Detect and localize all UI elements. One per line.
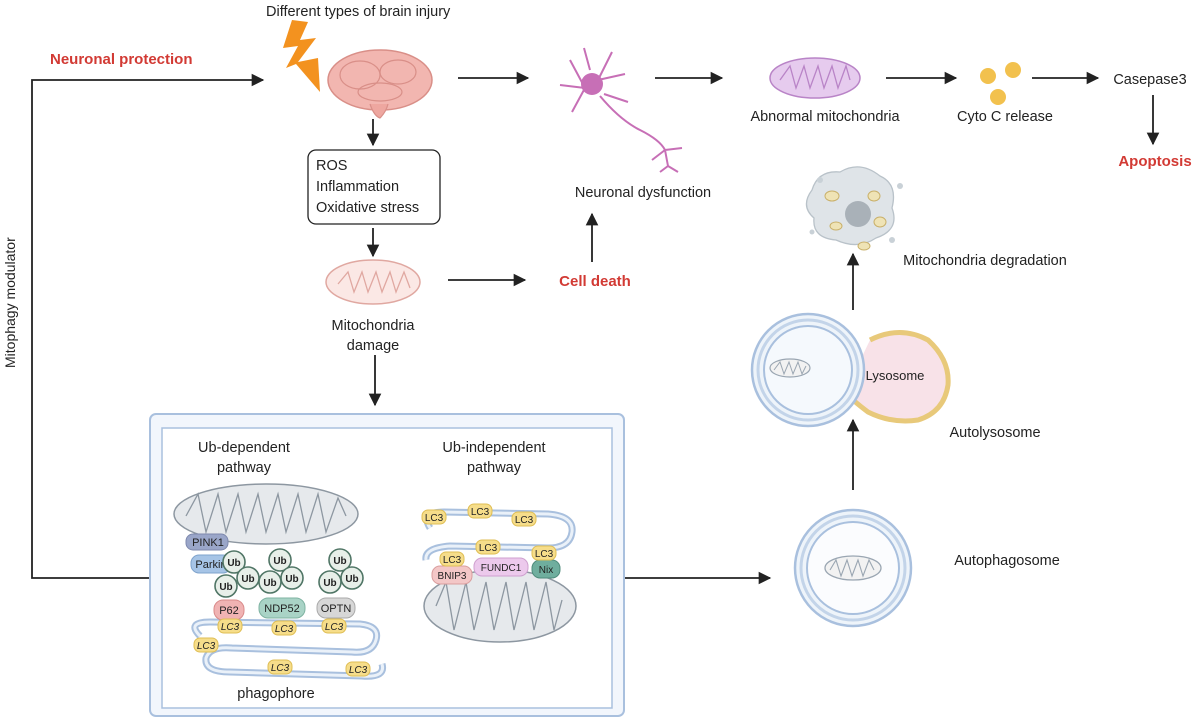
lc3-label-i5: LC3 (479, 543, 498, 554)
degradation-debris-icon (805, 166, 903, 251)
ub-label-4: Ub (273, 556, 286, 567)
cytoc-label: Cyto C release (957, 109, 1053, 125)
ros-label: ROS (316, 158, 347, 174)
ub-label-8: Ub (345, 574, 358, 585)
optn-label: OPTN (321, 603, 352, 615)
brain-icon (327, 49, 433, 119)
ub-label-2: Ub (241, 574, 254, 585)
flow-arrows (31, 71, 1160, 585)
lc3-label-d2: LC3 (275, 624, 294, 635)
arrow-mitophagy-modulator-loop (31, 73, 265, 579)
apoptosis-label: Apoptosis (1118, 153, 1191, 170)
ub-label-6: Ub (263, 578, 276, 589)
ub-dependent-mitochondrion (173, 483, 359, 545)
ub-label-9: Ub (323, 578, 336, 589)
lc3-label-d3: LC3 (325, 622, 344, 633)
cell-death-label: Cell death (559, 273, 631, 290)
fundc1-label: FUNDC1 (481, 563, 522, 574)
ndp52-protein (258, 597, 306, 619)
lc3-label-d4: LC3 (197, 641, 216, 652)
neuronal-dysfunction-label: Neuronal dysfunction (575, 185, 711, 201)
pink1-protein (185, 533, 229, 551)
ub-label-3: Ub (219, 582, 232, 593)
ub-label-1: Ub (227, 558, 240, 569)
brain-injury-label: Different types of brain injury (266, 4, 451, 20)
lc3-markers-independent (421, 503, 557, 567)
lysosome-label: Lysosome (866, 368, 925, 383)
mito-damage-label-2: damage (347, 338, 399, 354)
abnormal-mitochondria-icon (769, 57, 861, 99)
ub-label-7: Ub (333, 556, 346, 567)
ub-independent-title-2: pathway (467, 460, 522, 476)
mito-damage-label-1: Mitochondria (331, 318, 415, 334)
abnormal-mito-label: Abnormal mitochondria (750, 109, 900, 125)
casepase3-label: Casepase3 (1113, 72, 1186, 88)
lc3-markers-dependent (193, 618, 371, 677)
autophagosome-label: Autophagosome (954, 553, 1060, 569)
lightning-icon (283, 20, 320, 92)
ub-dependent-title-1: Ub-dependent (198, 440, 290, 456)
lc3-label-i4: LC3 (443, 555, 462, 566)
phagophore-label: phagophore (237, 686, 314, 702)
pink1-label: PINK1 (192, 537, 224, 549)
ub-dependent-title-2: pathway (217, 460, 272, 476)
autolysosome-icon (750, 312, 951, 428)
lc3-label-d5: LC3 (271, 663, 290, 674)
ub-label-5: Ub (285, 574, 298, 585)
p62-label: P62 (219, 605, 239, 617)
neuronal-protection-label: Neuronal protection (50, 51, 193, 68)
mito-degradation-label: Mitochondria degradation (903, 253, 1067, 269)
lc3-label-i1: LC3 (425, 513, 444, 524)
ub-independent-title-1: Ub-independent (442, 440, 545, 456)
optn-protein (316, 597, 356, 619)
lc3-label-i2: LC3 (471, 507, 490, 518)
damaged-mitochondria-icon (325, 259, 421, 305)
oxidative-stress-label: Oxidative stress (316, 200, 419, 216)
lc3-label-i6: LC3 (535, 549, 554, 560)
ros-box (307, 149, 441, 225)
ndp52-label: NDP52 (264, 603, 299, 615)
fundc1-protein (473, 557, 529, 577)
lc3-label-i3: LC3 (515, 515, 534, 526)
ub-chain-optn (318, 548, 364, 594)
autophagosome-icon (793, 508, 913, 628)
ub-chain-ndp52 (258, 548, 304, 594)
parkin-label: Parkin (195, 559, 226, 571)
nix-label: Nix (539, 565, 553, 576)
inflammation-label: Inflammation (316, 179, 399, 195)
bnip3-label: BNIP3 (438, 571, 467, 582)
lc3-label-d6: LC3 (349, 665, 368, 676)
ub-chain-parkin (214, 550, 260, 598)
cyto-c-icon (980, 62, 1021, 105)
lc3-label-d1: LC3 (221, 622, 240, 633)
neuron-icon (559, 47, 683, 173)
mitophagy-modulator-label: Mitophagy modulator (2, 237, 18, 368)
autolysosome-label: Autolysosome (949, 425, 1040, 441)
